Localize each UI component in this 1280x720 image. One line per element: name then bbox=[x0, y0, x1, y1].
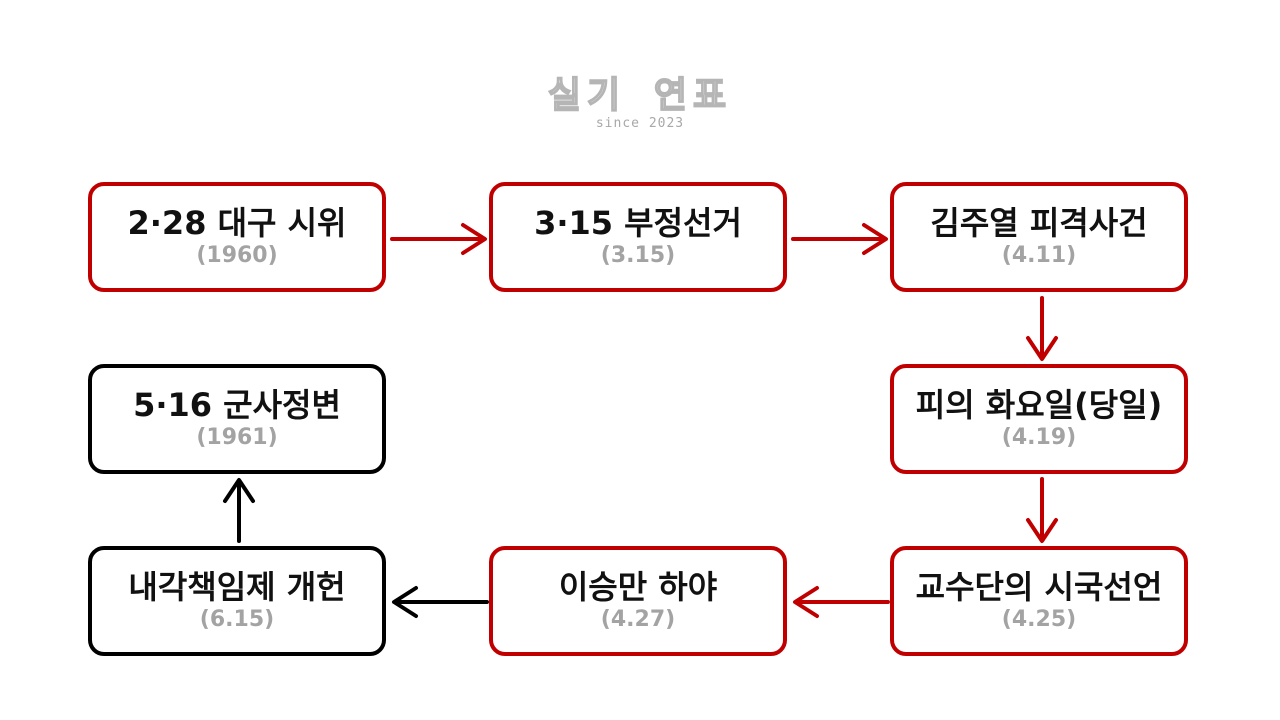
event-title: 김주열 피격사건 bbox=[930, 204, 1148, 242]
event-date: (4.27) bbox=[600, 607, 676, 632]
event-box-5: 교수단의 시국선언 (4.25) bbox=[890, 546, 1188, 656]
arrow-3-to-4 bbox=[1026, 296, 1058, 361]
event-box-2: 3·15 부정선거 (3.15) bbox=[489, 182, 787, 292]
event-date: (1960) bbox=[196, 243, 278, 268]
event-box-4: 피의 화요일(당일) (4.19) bbox=[890, 364, 1188, 474]
event-box-7: 내각책임제 개헌 (6.15) bbox=[88, 546, 386, 656]
event-title: 3·15 부정선거 bbox=[534, 204, 742, 242]
event-date: (4.11) bbox=[1001, 243, 1077, 268]
event-date: (1961) bbox=[196, 425, 278, 450]
event-title: 교수단의 시국선언 bbox=[915, 568, 1163, 606]
arrow-2-to-3 bbox=[791, 223, 888, 255]
arrow-7-to-8 bbox=[223, 478, 255, 543]
header-subtitle: since 2023 bbox=[595, 116, 685, 131]
event-box-6: 이승만 하야 (4.27) bbox=[489, 546, 787, 656]
event-date: (3.15) bbox=[600, 243, 676, 268]
event-box-1: 2·28 대구 시위 (1960) bbox=[88, 182, 386, 292]
event-box-3: 김주열 피격사건 (4.11) bbox=[890, 182, 1188, 292]
arrow-4-to-5 bbox=[1026, 477, 1058, 543]
event-date: (4.19) bbox=[1001, 425, 1077, 450]
event-title: 5·16 군사정변 bbox=[133, 386, 341, 424]
event-title: 내각책임제 개헌 bbox=[128, 568, 346, 606]
event-title: 피의 화요일(당일) bbox=[915, 386, 1163, 424]
arrow-5-to-6 bbox=[793, 586, 890, 618]
event-date: (4.25) bbox=[1001, 607, 1077, 632]
arrow-6-to-7 bbox=[392, 586, 489, 618]
header-title: 실기 연표 bbox=[547, 74, 733, 117]
arrow-1-to-2 bbox=[390, 223, 487, 255]
header: 실기 연표 since 2023 bbox=[0, 74, 1280, 132]
event-date: (6.15) bbox=[199, 607, 275, 632]
event-title: 이승만 하야 bbox=[558, 568, 718, 606]
event-box-8: 5·16 군사정변 (1961) bbox=[88, 364, 386, 474]
event-title: 2·28 대구 시위 bbox=[127, 204, 347, 242]
